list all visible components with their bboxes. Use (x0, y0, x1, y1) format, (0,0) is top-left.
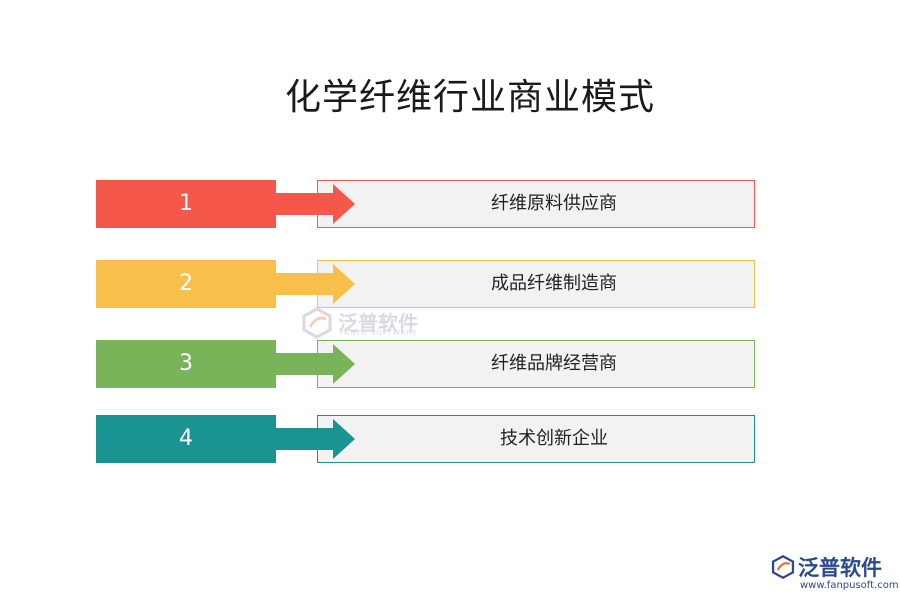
diagram-title: 化学纤维行业商业模式 (284, 77, 655, 118)
row-number-box: 2 (96, 260, 276, 308)
row-label-box (317, 180, 755, 228)
fanpu-logo-icon (771, 554, 795, 580)
arrow-right-icon (275, 419, 355, 459)
row-label: 成品纤维制造商 (491, 273, 617, 294)
watermark-subtitle: FANPU SOFTWARE (340, 329, 418, 337)
arrow-right-icon (275, 344, 355, 384)
row-label-box (317, 340, 755, 388)
model-row-3: 3 纤维品牌经营商 (96, 340, 756, 388)
model-row-4: 4 技术创新企业 (96, 415, 756, 463)
arrow-right-icon (275, 264, 355, 304)
row-label-box (317, 415, 755, 463)
row-label: 纤维品牌经营商 (491, 353, 617, 374)
model-row-1: 1 纤维原料供应商 (96, 180, 756, 228)
model-row-2: 2 成品纤维制造商 (96, 260, 756, 308)
watermark-brand: 泛普软件 (798, 556, 882, 580)
watermark-url: www.fanpusoft.com (800, 580, 899, 591)
row-number-box: 1 (96, 180, 276, 228)
arrow-right-icon (275, 184, 355, 224)
row-label: 技术创新企业 (500, 428, 608, 449)
row-label: 纤维原料供应商 (491, 193, 617, 214)
watermark-brand: 泛普软件 (338, 311, 418, 335)
row-label-box (317, 260, 755, 308)
fanpu-logo-icon (302, 307, 332, 339)
watermark-corner: 泛普软件 www.fanpusoft.com (770, 552, 899, 598)
row-number-box: 3 (96, 340, 276, 388)
row-number-box: 4 (96, 415, 276, 463)
watermark-center: 泛普软件 FANPU SOFTWARE (300, 307, 440, 339)
